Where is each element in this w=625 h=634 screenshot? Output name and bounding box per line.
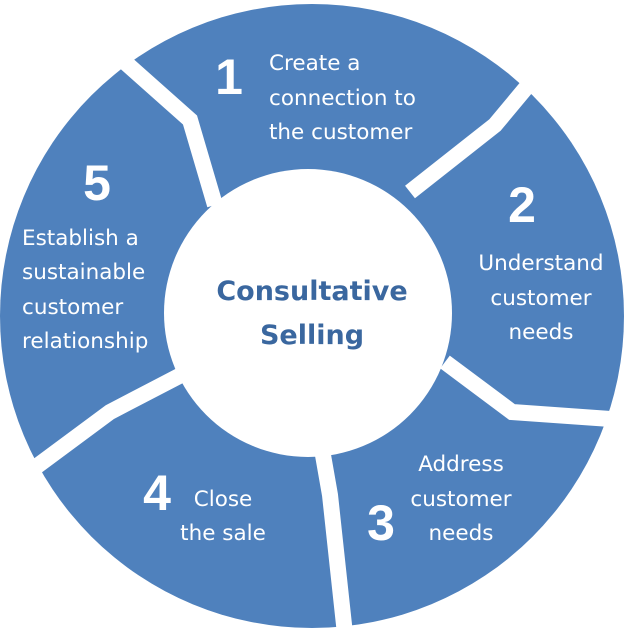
- step-3-label-line1: Address: [418, 452, 504, 477]
- step-2-label-line2: customer: [490, 286, 591, 311]
- step-2-number: 2: [508, 177, 536, 233]
- divider-step5-step1: [94, 34, 223, 208]
- step-1-label-line3: the customer: [269, 120, 413, 145]
- step-5-label-line2: sustainable: [22, 260, 145, 285]
- center-title-line1: Consultative: [216, 276, 407, 307]
- step-5-segment: 5 Establish a sustainable customer relat…: [22, 155, 148, 354]
- divider-step4-step5: [20, 365, 189, 482]
- step-3-label-line3: needs: [429, 521, 494, 546]
- step-3-segment: 3 Address customer needs: [367, 452, 512, 551]
- step-1-label-line1: Create a: [269, 51, 360, 76]
- step-3-number: 3: [367, 495, 395, 551]
- step-4-number: 4: [143, 465, 171, 521]
- step-5-label-line4: relationship: [22, 329, 148, 354]
- step-1-number: 1: [215, 49, 243, 105]
- step-3-label-line2: customer: [410, 487, 511, 512]
- step-1-label-line2: connection to: [269, 86, 416, 111]
- step-2-label-line3: needs: [509, 320, 574, 345]
- step-4-label-line1: Close: [194, 487, 253, 512]
- divider-step3-step4: [312, 436, 353, 634]
- step-4-label-line2: the sale: [180, 521, 266, 546]
- step-5-number: 5: [83, 155, 111, 211]
- step-4-segment: 4 Close the sale: [143, 465, 266, 546]
- step-5-label-line1: Establish a: [22, 226, 139, 251]
- center-title-line2: Selling: [260, 320, 364, 351]
- step-5-label-line3: customer: [22, 295, 123, 320]
- step-1-segment: 1 Create a connection to the customer: [215, 49, 416, 145]
- divider-step1-step2: [405, 59, 552, 199]
- step-2-segment: 2 Understand customer needs: [478, 177, 603, 345]
- divider-step2-step3: [440, 355, 625, 428]
- center-hub: [164, 169, 452, 457]
- step-2-label-line1: Understand: [478, 251, 603, 276]
